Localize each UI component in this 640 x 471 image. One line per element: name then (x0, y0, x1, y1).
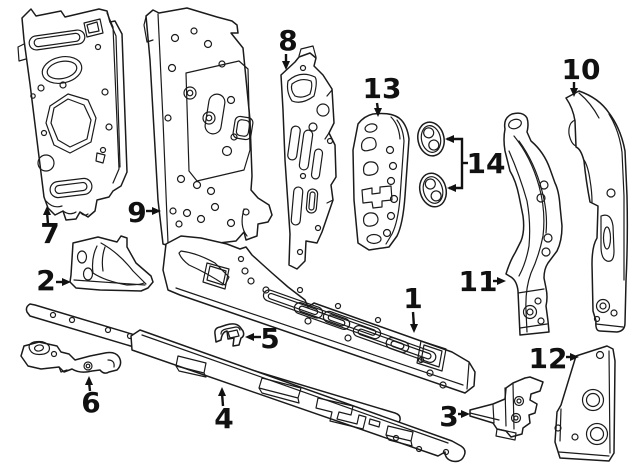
callout-12-label: 12 (529, 342, 568, 375)
part-7-drawing (17, 8, 128, 221)
part-10-drawing (565, 90, 629, 333)
part-6-drawing (20, 340, 122, 374)
callout-10-arrow (570, 82, 578, 97)
callout-5-arrow (245, 333, 261, 341)
callout-8-arrow (282, 54, 290, 70)
callout-3-arrow (458, 410, 470, 418)
callout-8-label: 8 (278, 24, 297, 57)
callout-11-label: 11 (459, 265, 498, 298)
callout-14-label: 14 (467, 147, 506, 180)
callout-7-arrow (43, 206, 51, 225)
part-9-drawing (143, 7, 273, 249)
part-5-drawing (214, 323, 245, 347)
part-14-grommet-top (417, 121, 445, 157)
callout-12-arrow (566, 353, 579, 361)
part-4-panel-drawing (130, 329, 466, 463)
callout-2-arrow (56, 278, 71, 286)
part-3-drawing (469, 376, 544, 441)
part-11-drawing (503, 112, 563, 336)
callout-7-label: 7 (40, 217, 59, 250)
callout-6-label: 6 (81, 386, 100, 419)
part-12-drawing (554, 345, 616, 462)
callout-3-label: 3 (439, 400, 458, 433)
part-13-drawing (352, 112, 410, 251)
callout-14-bracket (445, 135, 468, 192)
part-8-drawing (280, 45, 337, 270)
callout-11-arrow (493, 277, 506, 285)
callout-4-arrow (218, 387, 226, 407)
callout-5-label: 5 (260, 322, 279, 355)
callout-10-label: 10 (562, 53, 601, 86)
callout-4-label: 4 (214, 402, 233, 435)
callout-1-arrow (410, 311, 418, 333)
part-14-drawing (417, 121, 448, 208)
part-1-drawing (162, 235, 476, 394)
callout-9-label: 9 (127, 196, 146, 229)
callout-13-label: 13 (363, 72, 402, 105)
part-2-drawing (69, 235, 154, 292)
callout-13-arrow (374, 102, 382, 117)
part-14-grommet-bottom (418, 172, 448, 208)
callout-2-label: 2 (36, 264, 55, 297)
callout-9-arrow (146, 207, 161, 215)
callout-6-arrow (85, 376, 93, 392)
callout-1-label: 1 (403, 282, 422, 315)
